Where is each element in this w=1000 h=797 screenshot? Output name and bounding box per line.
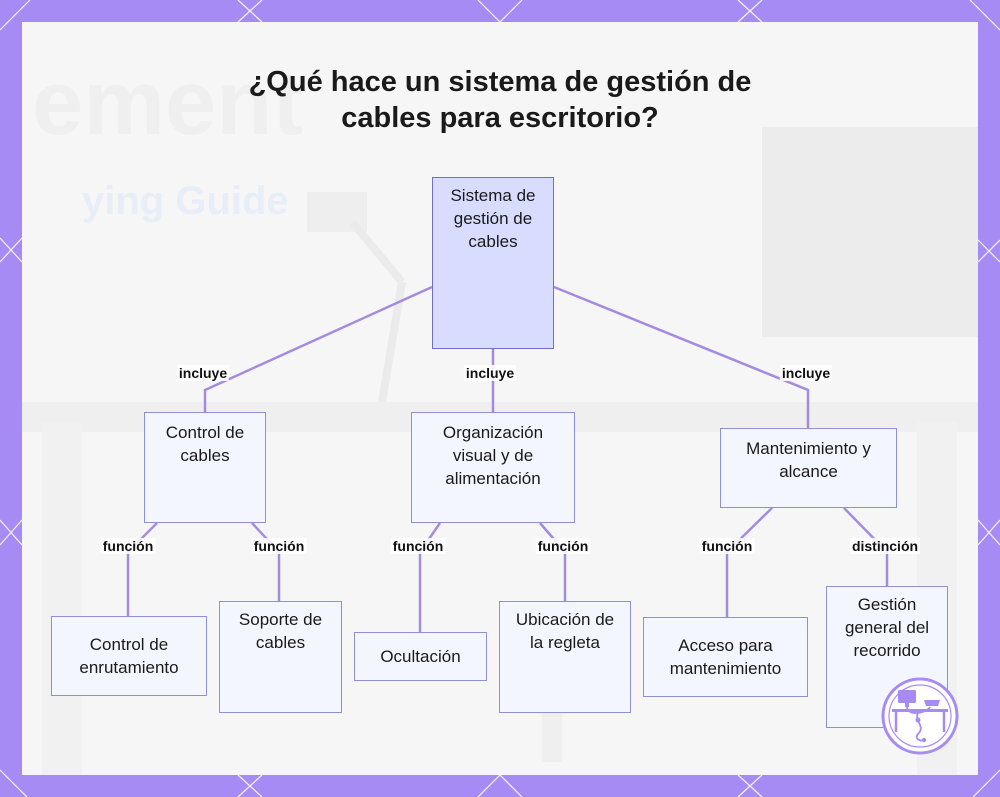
node-soporte: Soporte de cables: [219, 601, 342, 713]
edge-label-mantenimiento-acceso: función: [699, 538, 755, 554]
page-title: ¿Qué hace un sistema de gestión de cable…: [172, 64, 828, 136]
edge-label-mantenimiento-recorrido: distinción: [849, 538, 921, 554]
node-mantenimiento-label: Mantenimiento y alcance: [746, 439, 871, 481]
node-soporte-label: Soporte de cables: [238, 610, 323, 652]
node-ocultacion-label: Ocultación: [380, 647, 461, 666]
node-mantenimiento: Mantenimiento y alcance: [720, 428, 897, 508]
edge-organizacion-regleta: [539, 522, 567, 601]
node-ocultacion: Ocultación: [354, 632, 487, 681]
node-organizacion-label: Organización visual y de alimentación: [442, 423, 544, 488]
edge-control-enrutamiento: [126, 522, 158, 616]
node-acceso-label: Acceso para mantenimiento: [669, 636, 782, 678]
node-control: Control de cables: [144, 412, 266, 523]
node-control-label: Control de cables: [165, 423, 245, 465]
edge-root-control: [203, 285, 433, 412]
title-line-2: cables para escritorio?: [341, 102, 659, 134]
node-root-label: Sistema de gestión de cables: [450, 186, 536, 251]
edge-control-soporte: [251, 522, 281, 601]
edge-label-organizacion-ocultacion: función: [390, 538, 446, 554]
edge-label-organizacion-regleta: función: [535, 538, 591, 554]
edge-label-root-mantenimiento: incluye: [779, 365, 833, 381]
node-enrutamiento-label: Control de enrutamiento: [79, 635, 179, 677]
edge-label-control-enrutamiento: función: [100, 538, 156, 554]
edge-root-mantenimiento: [553, 285, 810, 428]
desk-cable-logo-icon: [881, 677, 959, 755]
edge-label-root-control: incluye: [176, 365, 230, 381]
node-enrutamiento: Control de enrutamiento: [51, 616, 207, 696]
node-organizacion: Organización visual y de alimentación: [411, 412, 575, 523]
watermark-line-2: ying Guide: [82, 179, 289, 223]
node-regleta-label: Ubicación de la regleta: [515, 610, 615, 652]
node-regleta: Ubicación de la regleta: [499, 601, 631, 713]
title-line-1: ¿Qué hace un sistema de gestión de: [248, 66, 752, 98]
edge-label-control-soporte: función: [251, 538, 307, 554]
edge-mantenimiento-acceso: [725, 507, 773, 617]
edge-label-root-organizacion: incluye: [463, 365, 517, 381]
node-acceso: Acceso para mantenimiento: [643, 617, 808, 697]
node-recorrido-label: Gestión general del recorrido: [844, 595, 930, 660]
node-root: Sistema de gestión de cables: [432, 177, 554, 349]
watermark-line-1: ement: [32, 52, 303, 154]
diagram-panel: ement ying Guide ¿Qué hace un sistema de…: [22, 22, 978, 775]
